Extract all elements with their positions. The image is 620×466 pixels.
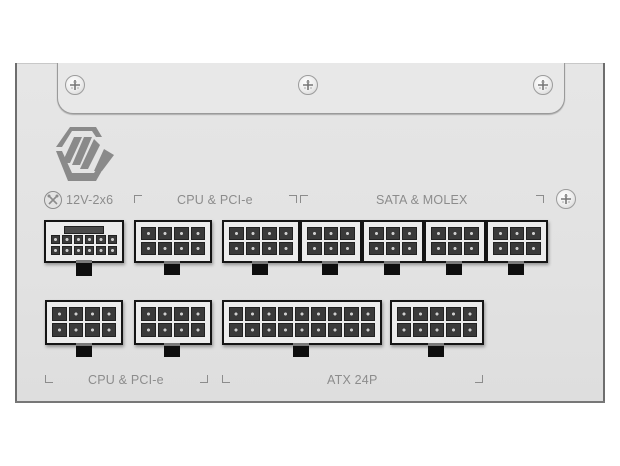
panel-right-edge <box>603 63 605 403</box>
panel-bottom-edge <box>15 401 605 403</box>
connector-atx-18p[interactable] <box>222 300 382 345</box>
connector-latch <box>76 343 92 357</box>
group-bracket <box>45 375 53 383</box>
connector-cpu-pcie-2[interactable] <box>222 220 300 263</box>
panel-left-edge <box>15 63 17 403</box>
connector-latch <box>293 343 309 357</box>
connector-latch <box>164 261 180 275</box>
screw-icon <box>298 75 318 95</box>
connector-12v-2x6[interactable] <box>44 220 124 263</box>
connector-sata-molex-2[interactable] <box>362 220 424 263</box>
sata-molex-label: SATA & MOLEX <box>376 193 468 207</box>
brand-logo-icon <box>52 125 116 188</box>
group-bracket <box>300 195 308 203</box>
group-bracket <box>536 195 544 203</box>
connector-sata-molex-1[interactable] <box>300 220 362 263</box>
cpu-pcie-top-label: CPU & PCI-e <box>177 193 253 207</box>
group-bracket <box>200 375 208 383</box>
hp-connector-label: 12V-2x6 <box>66 193 114 207</box>
connector-cpu-pcie-1[interactable] <box>134 220 212 263</box>
connector-atx-10p[interactable] <box>390 300 484 345</box>
screw-icon <box>556 189 576 209</box>
atx-24p-label: ATX 24P <box>327 373 378 387</box>
group-bracket <box>289 195 297 203</box>
group-bracket <box>134 195 142 203</box>
connector-latch <box>252 261 268 275</box>
connector-latch <box>384 261 400 275</box>
connector-latch <box>446 261 462 275</box>
connector-sata-molex-4[interactable] <box>486 220 548 263</box>
connector-sata-molex-3[interactable] <box>424 220 486 263</box>
screw-icon <box>65 75 85 95</box>
group-bracket <box>222 375 230 383</box>
connector-latch <box>428 343 444 357</box>
connector-latch <box>76 260 92 276</box>
cpu-pcie-bottom-label: CPU & PCI-e <box>88 373 164 387</box>
connector-latch <box>164 343 180 357</box>
sense-pins <box>64 226 104 234</box>
connector-cpu-pcie-4[interactable] <box>134 300 212 345</box>
connector-latch <box>322 261 338 275</box>
connector-latch <box>508 261 524 275</box>
connector-cpu-pcie-3[interactable] <box>45 300 123 345</box>
group-bracket <box>475 375 483 383</box>
tools-crossed-icon <box>44 191 62 209</box>
screw-icon <box>533 75 553 95</box>
